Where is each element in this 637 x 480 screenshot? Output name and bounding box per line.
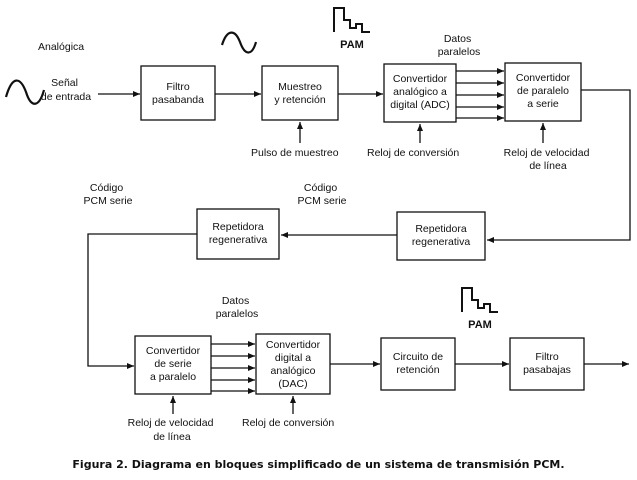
figure-caption: Figura 2. Diagrama en bloques simplifica… [72, 458, 565, 471]
filtered-sine-wave-icon [220, 31, 258, 54]
pam-label-top: PAM [340, 39, 364, 51]
reloj-linea-label-bottom: Reloj de velocidad de línea [128, 417, 217, 443]
codigo-pcm-label-left: Código PCM serie [83, 182, 132, 207]
pam-pulses-icon-top [333, 7, 370, 33]
reloj-linea-label-top: Reloj de velocidad de línea [504, 147, 593, 172]
pcm-block-diagram: Analógica Señal de entrada PAM Datos par… [4, 7, 631, 443]
datos-paralelos-label-bottom: Datos paralelos [216, 295, 259, 320]
input-sine-wave-icon [4, 79, 46, 105]
wire-left-loop [87, 233, 197, 369]
senal-entrada-label: Señal de entrada [41, 77, 91, 103]
codigo-pcm-label-mid: Código PCM serie [297, 182, 346, 207]
pam-label-bottom: PAM [468, 319, 492, 331]
parallel-bus-bottom [211, 341, 255, 394]
parallel-bus-top [456, 68, 504, 121]
reloj-conversion-label-bottom: Reloj de conversión [242, 417, 334, 429]
reloj-conversion-label-top: Reloj de conversión [367, 147, 459, 159]
analogica-label: Analógica [38, 41, 84, 53]
pulso-muestreo-label: Pulso de muestreo [251, 147, 339, 159]
datos-paralelos-label-top: Datos paralelos [438, 33, 481, 58]
wire-serial-output-loop [487, 89, 631, 243]
pam-pulses-icon-bottom [461, 287, 498, 313]
